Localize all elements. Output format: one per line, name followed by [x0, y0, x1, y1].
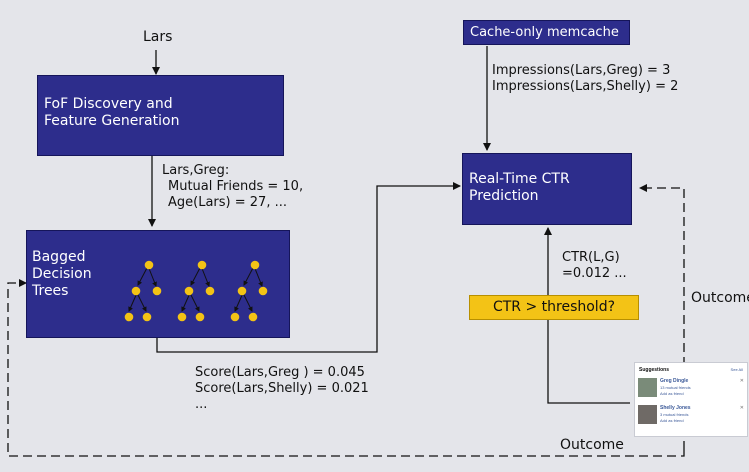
trees-line2: Decision: [32, 266, 92, 282]
fof-discovery-box: FoF Discovery and Feature Generation: [37, 75, 284, 156]
close-icon[interactable]: ✕: [739, 405, 744, 411]
ctr-prediction-box: Real-Time CTR Prediction: [462, 153, 632, 225]
arrow-outcome-to-trees: [7, 279, 685, 457]
suggestion-mutual[interactable]: 3 mutual friends: [660, 412, 689, 417]
ctr-value-line1: CTR(L,G): [562, 250, 620, 265]
ctr-line1: Real-Time CTR: [469, 171, 570, 187]
see-all-link[interactable]: See All: [730, 367, 743, 372]
add-friend-link[interactable]: Add as friend: [660, 418, 684, 423]
memcache-label: Cache-only memcache: [470, 25, 619, 40]
trees-line3: Trees: [32, 283, 69, 299]
add-friend-link[interactable]: Add as friend: [660, 391, 684, 396]
outcome-right-label: Outcome: [691, 290, 749, 306]
decision-trees-illustration: [124, 260, 268, 322]
outcome-bottom-label: Outcome: [560, 437, 624, 453]
features-line2: Mutual Friends = 10,: [168, 179, 304, 194]
threshold-box: CTR > threshold?: [469, 295, 639, 320]
suggestion-name[interactable]: Greg Dingle: [660, 378, 689, 384]
suggestion-item: Greg Dingle 13 mutual friends Add as fri…: [638, 378, 746, 404]
impressions-line2: Impressions(Lars,Shelly) = 2: [492, 79, 679, 94]
suggestion-item: Shelly Jones 3 mutual friends Add as fri…: [638, 405, 746, 431]
tree-1: [124, 260, 162, 322]
ctr-value-line2: =0.012 ...: [562, 266, 627, 281]
suggestion-mutual[interactable]: 13 mutual friends: [660, 385, 691, 390]
trees-line1: Bagged: [32, 249, 86, 265]
suggestion-name[interactable]: Shelly Jones: [660, 405, 691, 411]
arrow-trees-to-ctr: [156, 182, 461, 353]
scores-line1: Score(Lars,Greg ) = 0.045: [195, 365, 365, 380]
suggestions-header: Suggestions: [639, 367, 670, 373]
scores-line3: ...: [195, 397, 208, 412]
close-icon[interactable]: ✕: [739, 378, 744, 384]
start-label: Lars: [143, 29, 173, 45]
suggestions-card: Suggestions See All Greg Dingle 13 mutua…: [634, 362, 748, 437]
memcache-box: Cache-only memcache: [463, 20, 630, 45]
tree-2: [177, 260, 215, 322]
arrow-card-to-ctr: [544, 227, 630, 404]
ctr-line2: Prediction: [469, 188, 539, 204]
scores-line2: Score(Lars,Shelly) = 0.021: [195, 381, 369, 396]
impressions-line1: Impressions(Lars,Greg) = 3: [492, 63, 671, 78]
avatar: [638, 378, 657, 397]
fof-line1: FoF Discovery and: [44, 96, 173, 112]
tree-3: [230, 260, 268, 322]
fof-line2: Feature Generation: [44, 113, 180, 129]
features-line1: Lars,Greg:: [162, 163, 230, 178]
bagged-trees-box: Bagged Decision Trees: [26, 230, 290, 338]
avatar: [638, 405, 657, 424]
features-line3: Age(Lars) = 27, ...: [168, 195, 287, 210]
